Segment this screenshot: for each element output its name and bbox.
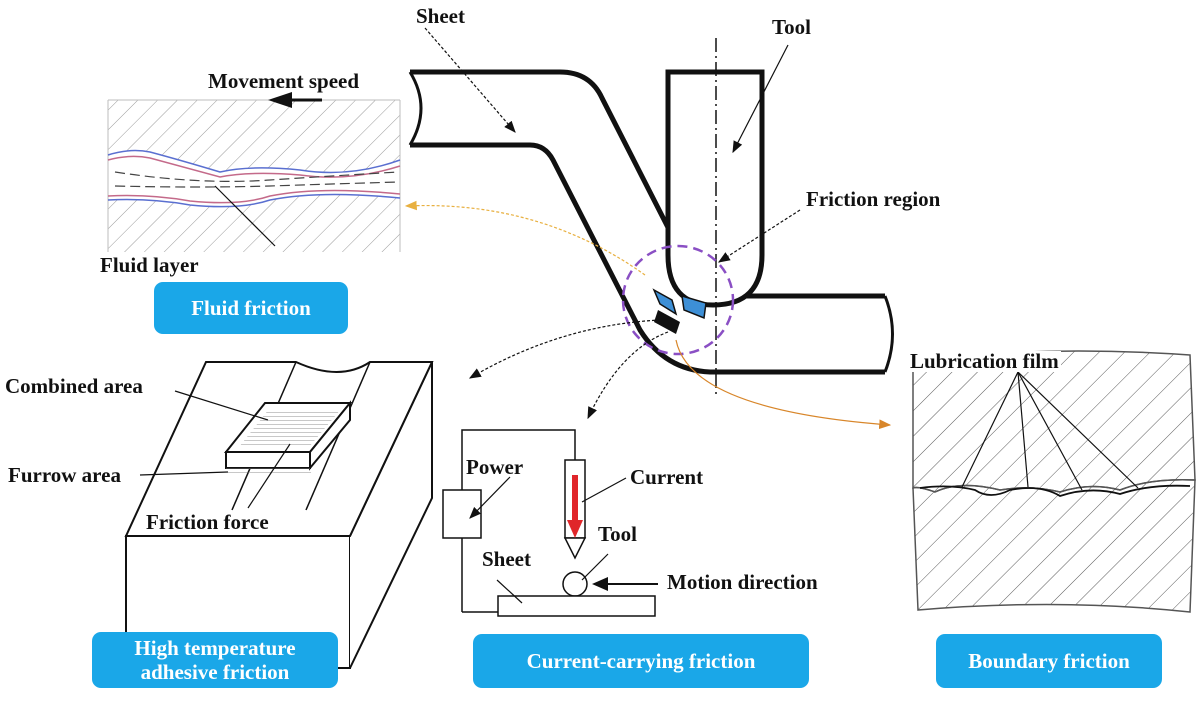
central-tool — [652, 38, 765, 395]
label-sheet-small: Sheet — [482, 547, 531, 571]
connector-to-boundary — [675, 339, 892, 429]
sheet-pointer — [424, 27, 516, 133]
label-motion-direction: Motion direction — [667, 570, 818, 594]
label-tool-top: Tool — [772, 15, 811, 39]
tag-current-carrying: Current-carrying friction — [473, 634, 809, 688]
adhesive-block — [124, 361, 434, 669]
label-fluid-layer: Fluid layer — [100, 253, 199, 277]
label-friction-force: Friction force — [146, 510, 269, 534]
tool-pointer — [732, 44, 789, 154]
tag-boundary-friction: Boundary friction — [936, 634, 1162, 688]
tag-fluid-friction: Fluid friction — [154, 282, 348, 334]
label-sheet-top: Sheet — [416, 4, 465, 28]
connector-to-fluid — [404, 200, 646, 276]
label-lubrication-film: Lubrication film — [908, 349, 1061, 373]
fluid-friction-panel — [107, 92, 401, 252]
tag-high-temp-line2: adhesive friction — [140, 660, 290, 684]
tag-high-temp-adhesive: High temperature adhesive friction — [92, 632, 338, 688]
boundary-panel — [912, 350, 1196, 613]
label-friction-region: Friction region — [806, 187, 941, 211]
label-current: Current — [630, 465, 704, 489]
friction-region-pointer — [717, 209, 801, 263]
current-circuit — [442, 429, 658, 617]
label-power: Power — [466, 455, 524, 479]
tag-high-temp-line1: High temperature — [134, 635, 296, 660]
label-combined-area: Combined area — [5, 374, 143, 398]
central-sheet — [408, 69, 894, 375]
label-movement-speed: Movement speed — [208, 69, 360, 93]
label-tool-small: Tool — [598, 522, 637, 546]
connector-to-adhesive — [468, 319, 661, 379]
connector-to-current — [587, 331, 669, 420]
label-furrow-area: Furrow area — [8, 463, 121, 487]
friction-region-circle — [621, 244, 735, 356]
